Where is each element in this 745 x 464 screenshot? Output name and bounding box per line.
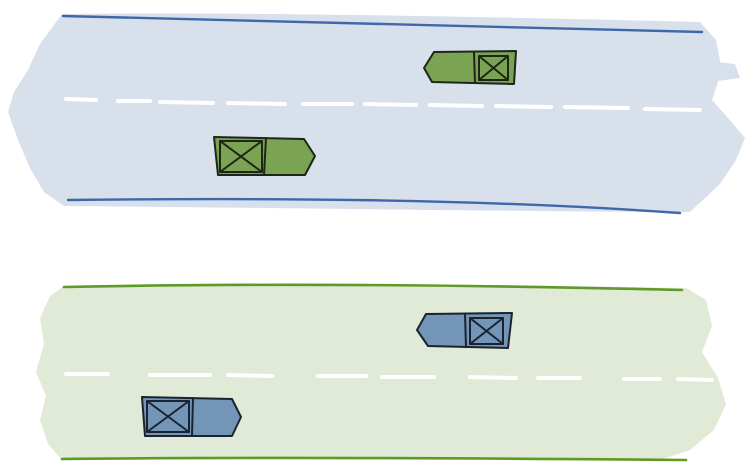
car-body [423,50,517,85]
car-cabin-divider [464,313,467,348]
car-roof-cross [219,140,263,173]
blue-road-upper-car [423,50,517,85]
road-green-lane-marking [64,372,714,382]
road-blue-lane-marking [64,97,702,112]
road-blue-bottom-edge [66,197,682,215]
car-cabin-divider [191,397,194,437]
car-body [141,396,242,437]
car-roof-cross [469,317,504,345]
car-roof-cross [146,400,190,433]
road-green [36,283,726,462]
road-blue [8,13,745,215]
road-green-surface [36,283,726,460]
car-cabin-divider [263,137,267,176]
green-road-upper-car [416,312,513,349]
road-green-bottom-edge [60,456,688,462]
road-blue-surface [8,13,745,212]
blue-road-lower-car [213,136,316,176]
green-road-lower-car [141,396,242,437]
road-green-top-edge [62,283,684,292]
car-cabin-divider [473,52,476,84]
car-roof-cross [478,55,509,81]
